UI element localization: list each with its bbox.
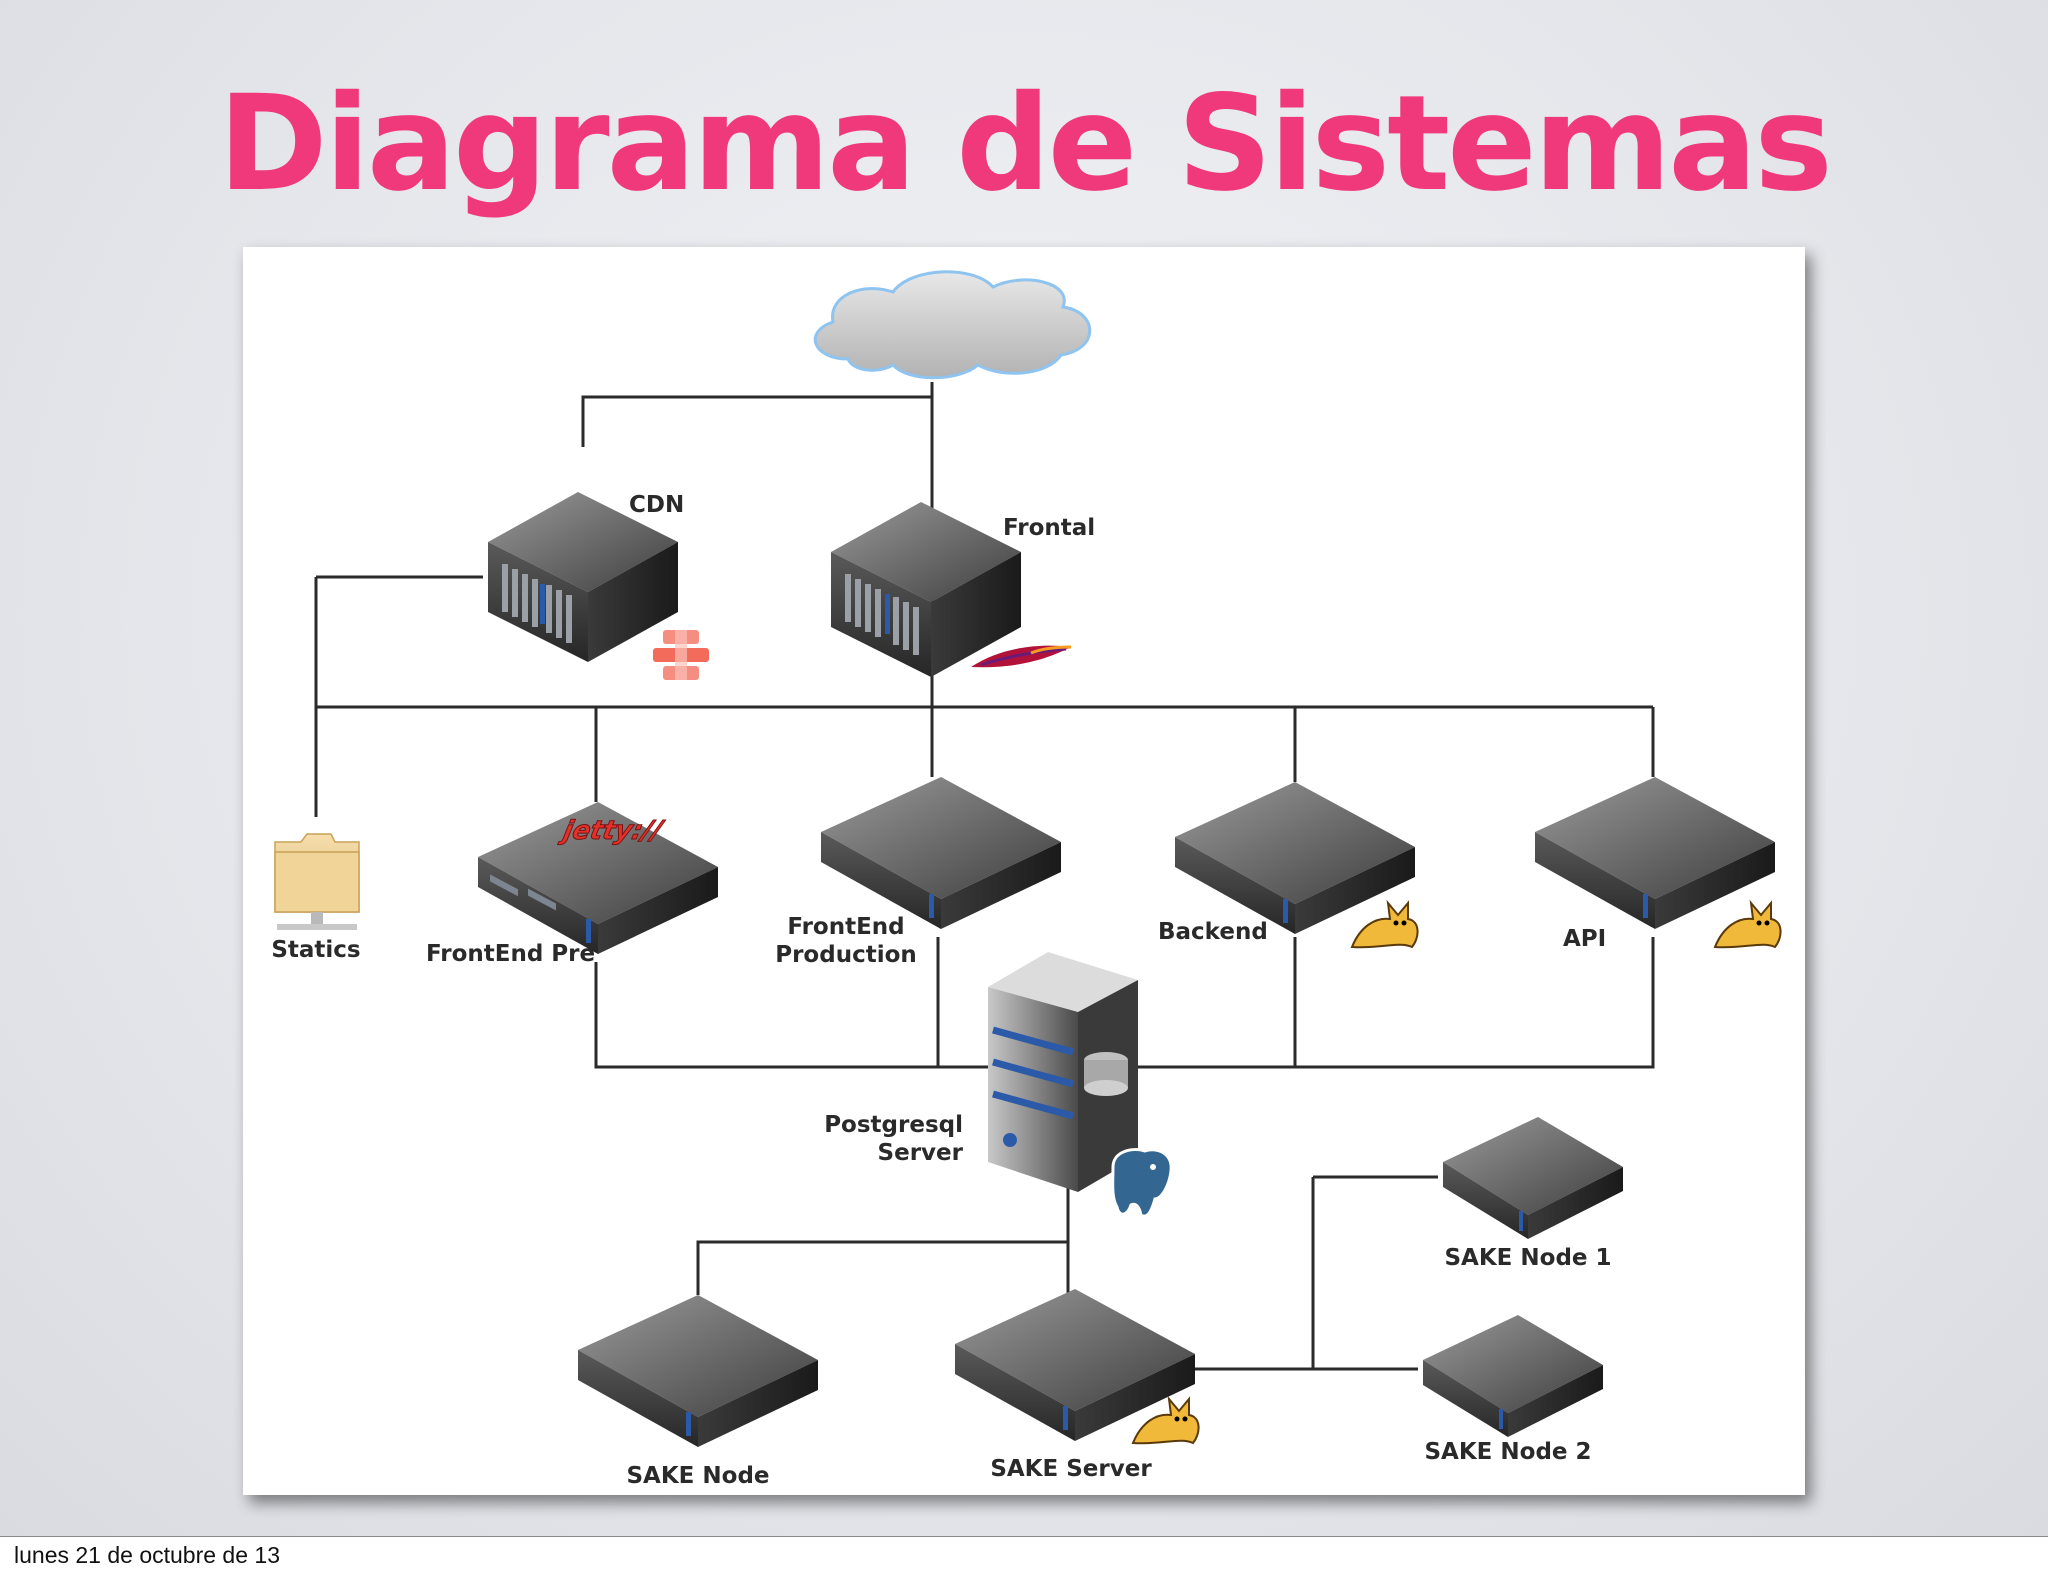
frontend-production-label-line2: Production (775, 942, 917, 968)
sake-node-server-icon (578, 1295, 818, 1447)
diagram-panel: CDN Frontal (243, 247, 1805, 1495)
frontal-label: Frontal (1003, 515, 1095, 541)
statics-label: Statics (271, 937, 360, 963)
network-folder-icon (274, 833, 360, 930)
api-server-icon (1535, 777, 1775, 929)
frontal-server-icon (831, 502, 1021, 677)
apache-feather-icon (971, 645, 1072, 668)
footer-date: lunes 21 de octubre de 13 (14, 1542, 280, 1568)
system-diagram: CDN Frontal (271, 270, 1782, 1489)
tomcat-icon (1713, 899, 1782, 949)
sake-node1-label: SAKE Node 1 (1444, 1245, 1611, 1271)
postgresql-server-icon (988, 952, 1138, 1192)
tomcat-icon (1350, 899, 1419, 949)
internet-cloud-icon (813, 270, 1092, 380)
sake-node-label: SAKE Node (626, 1463, 769, 1489)
api-label: API (1563, 926, 1606, 952)
frontend-pre-label: FrontEnd Pre (426, 941, 595, 967)
connection-lines (314, 382, 1655, 1371)
frontend-production-label-line1: FrontEnd (787, 914, 904, 940)
sake-server-icon (955, 1289, 1195, 1441)
slide: Diagrama de Sistemas (0, 0, 2048, 1537)
sake-node2-label: SAKE Node 2 (1424, 1439, 1591, 1465)
line-cdn-frontal (581, 395, 932, 447)
sake-node2-server-icon (1423, 1315, 1603, 1437)
line-sake-node (696, 1240, 1068, 1295)
backend-server-icon (1175, 782, 1415, 934)
postgresql-label-line2: Server (878, 1140, 964, 1166)
frontend-pre-server-icon (478, 802, 718, 954)
postgresql-label-line1: Postgresql (824, 1112, 963, 1138)
slide-title: Diagrama de Sistemas (218, 67, 1833, 221)
sake-server-label: SAKE Server (990, 1456, 1152, 1482)
jetty-badge: jetty:// (556, 816, 667, 847)
line-nodes-bus (1311, 1177, 1418, 1371)
cdn-label: CDN (629, 492, 684, 518)
backend-label: Backend (1158, 919, 1268, 945)
cdn-server-icon (488, 492, 678, 662)
postgresql-elephant-icon (1111, 1148, 1173, 1218)
aws-cloudfront-icon (653, 630, 709, 680)
jetty-badge-text: jetty:// (557, 816, 667, 846)
frontend-production-server-icon (821, 777, 1061, 929)
tomcat-icon (1131, 1395, 1200, 1445)
sake-node1-server-icon (1443, 1117, 1623, 1239)
